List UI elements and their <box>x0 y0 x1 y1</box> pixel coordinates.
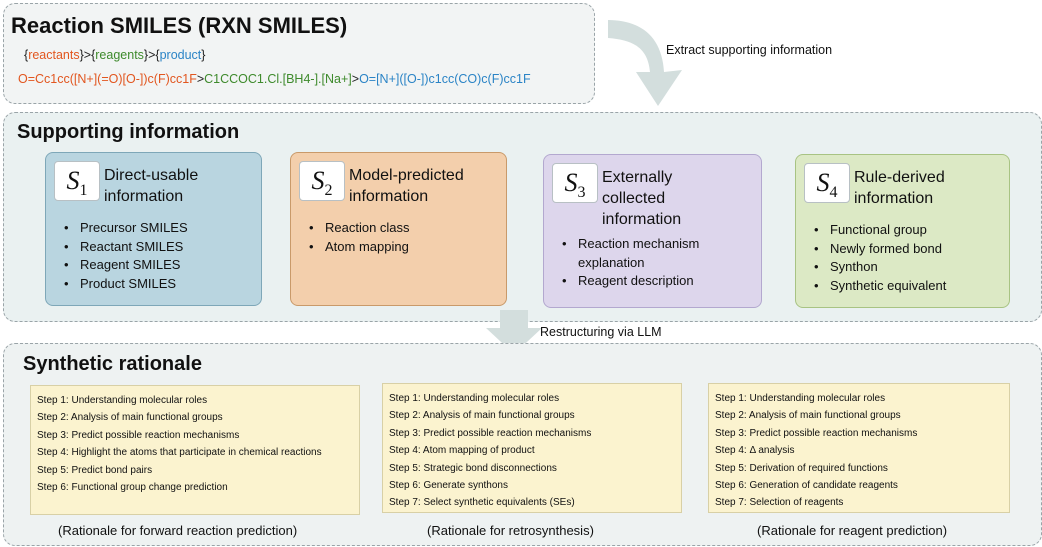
reagent-caption: (Rationale for reagent prediction) <box>757 523 948 538</box>
card-item: Reagent SMILES <box>62 256 247 275</box>
template-segment: { <box>24 48 29 62</box>
card-item: Precursor SMILES <box>62 219 247 238</box>
step-line: Step 3: Predict possible reaction mechan… <box>715 427 918 439</box>
card-title-line: Model-predicted <box>349 167 464 184</box>
card-item: Synthon <box>812 258 997 277</box>
template-segment: }>{ <box>79 48 96 62</box>
supporting-info-title: Supporting information <box>17 121 240 143</box>
template-segment: reactants <box>28 48 80 62</box>
smiles-segment: > <box>351 72 360 86</box>
reaction-smiles-panel <box>3 3 595 104</box>
symbol-index: 4 <box>829 184 838 202</box>
step-line: Step 7: Select synthetic equivalents (SE… <box>389 497 575 509</box>
symbol-index: 3 <box>577 184 586 202</box>
card-item-list: Reaction mechanism explanationReagent de… <box>560 235 745 291</box>
symbol-letter: S <box>311 166 325 195</box>
s4-symbol: S4 <box>804 163 850 203</box>
smiles-example: O=Cc1cc([N+](=O)[O-])c(F)cc1F>C1CCOC1.Cl… <box>18 72 531 86</box>
card-item-list: Precursor SMILESReactant SMILESReagent S… <box>62 219 247 293</box>
card-title: Rule-derived information <box>854 167 945 209</box>
step-line: Step 4: Atom mapping of product <box>389 445 535 457</box>
card-title-line: Rule-derived <box>854 169 945 186</box>
card-title-line: information <box>602 211 682 228</box>
extract-arrow <box>608 20 682 106</box>
s1-symbol: S1 <box>54 161 100 201</box>
card-item: Product SMILES <box>62 275 247 294</box>
step-line: Step 4: Δ analysis <box>715 445 795 457</box>
card-item: Reactant SMILES <box>62 238 247 257</box>
template-segment: product <box>159 48 202 62</box>
card-item-list: Functional groupNewly formed bondSynthon… <box>812 221 997 295</box>
card-item-list: Reaction classAtom mapping <box>307 219 492 256</box>
step-line: Step 5: Derivation of required functions <box>715 462 888 474</box>
card-title-line: Externally <box>602 169 673 186</box>
forward-caption: (Rationale for forward reaction predicti… <box>58 523 298 538</box>
step-line: Step 2: Analysis of main functional grou… <box>37 412 223 424</box>
synthetic-rationale-title: Synthetic rationale <box>23 353 202 375</box>
step-line: Step 6: Generate synthons <box>389 480 508 492</box>
symbol-letter: S <box>66 166 80 195</box>
card-title-line: information <box>854 190 934 207</box>
card-title-line: Direct-usable <box>104 167 199 184</box>
s3-symbol: S3 <box>552 163 598 203</box>
card-item: Functional group <box>812 221 997 240</box>
symbol-letter: S <box>564 168 578 197</box>
card-item: Synthetic equivalent <box>812 277 997 296</box>
smiles-segment: O=[N+]([O-])c1cc(CO)c(F)cc1F <box>359 72 531 86</box>
restructure-arrow <box>486 310 542 354</box>
card-title: Externally collected information <box>602 167 681 230</box>
smiles-segment: C1CCOC1.Cl.[BH4-].[Na+] <box>204 72 352 86</box>
card-title-line: information <box>349 188 429 205</box>
card-item: Reaction class <box>307 219 492 238</box>
step-line: Step 5: Predict bond pairs <box>37 464 153 476</box>
step-line: Step 1: Understanding molecular roles <box>389 393 560 404</box>
symbol-index: 2 <box>324 182 333 200</box>
extract-label: Extract supporting information <box>666 43 833 57</box>
card-title-line: information <box>104 188 184 205</box>
card-title: Model-predicted information <box>349 165 464 207</box>
step-line: Step 7: Selection of reagents <box>715 497 844 509</box>
step-line: Step 1: Understanding molecular roles <box>37 395 208 406</box>
step-line: Step 2: Analysis of main functional grou… <box>715 410 901 422</box>
step-line: Step 3: Predict possible reaction mechan… <box>37 429 240 441</box>
card-externally-collected: S3ExternallycollectedinformationReaction… <box>543 154 762 308</box>
step-line: Step 6: Functional group change predicti… <box>37 482 228 494</box>
card-item: Newly formed bond <box>812 240 997 259</box>
smiles-template: {reactants}>{reagents}>{product} <box>24 48 205 62</box>
card-title-line: collected <box>602 190 666 207</box>
card-title: Direct-usable information <box>104 165 198 207</box>
step-line: Step 4: Highlight the atoms that partici… <box>37 447 322 459</box>
symbol-index: 1 <box>79 182 88 200</box>
step-line: Step 3: Predict possible reaction mechan… <box>389 427 592 439</box>
card-item: Reaction mechanism explanation <box>560 235 745 272</box>
step-line: Step 5: Strategic bond disconnections <box>389 462 557 474</box>
card-item: Reagent description <box>560 272 745 291</box>
smiles-segment: O=Cc1cc([N+](=O)[O-])c(F)cc1F <box>18 72 197 86</box>
step-line: Step 6: Generation of candidate reagents <box>715 480 898 492</box>
restructure-label: Restructuring via LLM <box>540 325 662 339</box>
symbol-letter: S <box>816 168 830 197</box>
step-line: Step 1: Understanding molecular roles <box>715 393 886 404</box>
s2-symbol: S2 <box>299 161 345 201</box>
card-item: Atom mapping <box>307 238 492 257</box>
reaction-smiles-title: Reaction SMILES (RXN SMILES) <box>11 13 348 38</box>
smiles-segment: > <box>196 72 205 86</box>
step-line: Step 2: Analysis of main functional grou… <box>389 410 575 422</box>
template-segment: reagents <box>95 48 144 62</box>
template-segment: } <box>201 48 206 62</box>
retro-caption: (Rationale for retrosynthesis) <box>427 523 594 538</box>
template-segment: }>{ <box>143 48 160 62</box>
